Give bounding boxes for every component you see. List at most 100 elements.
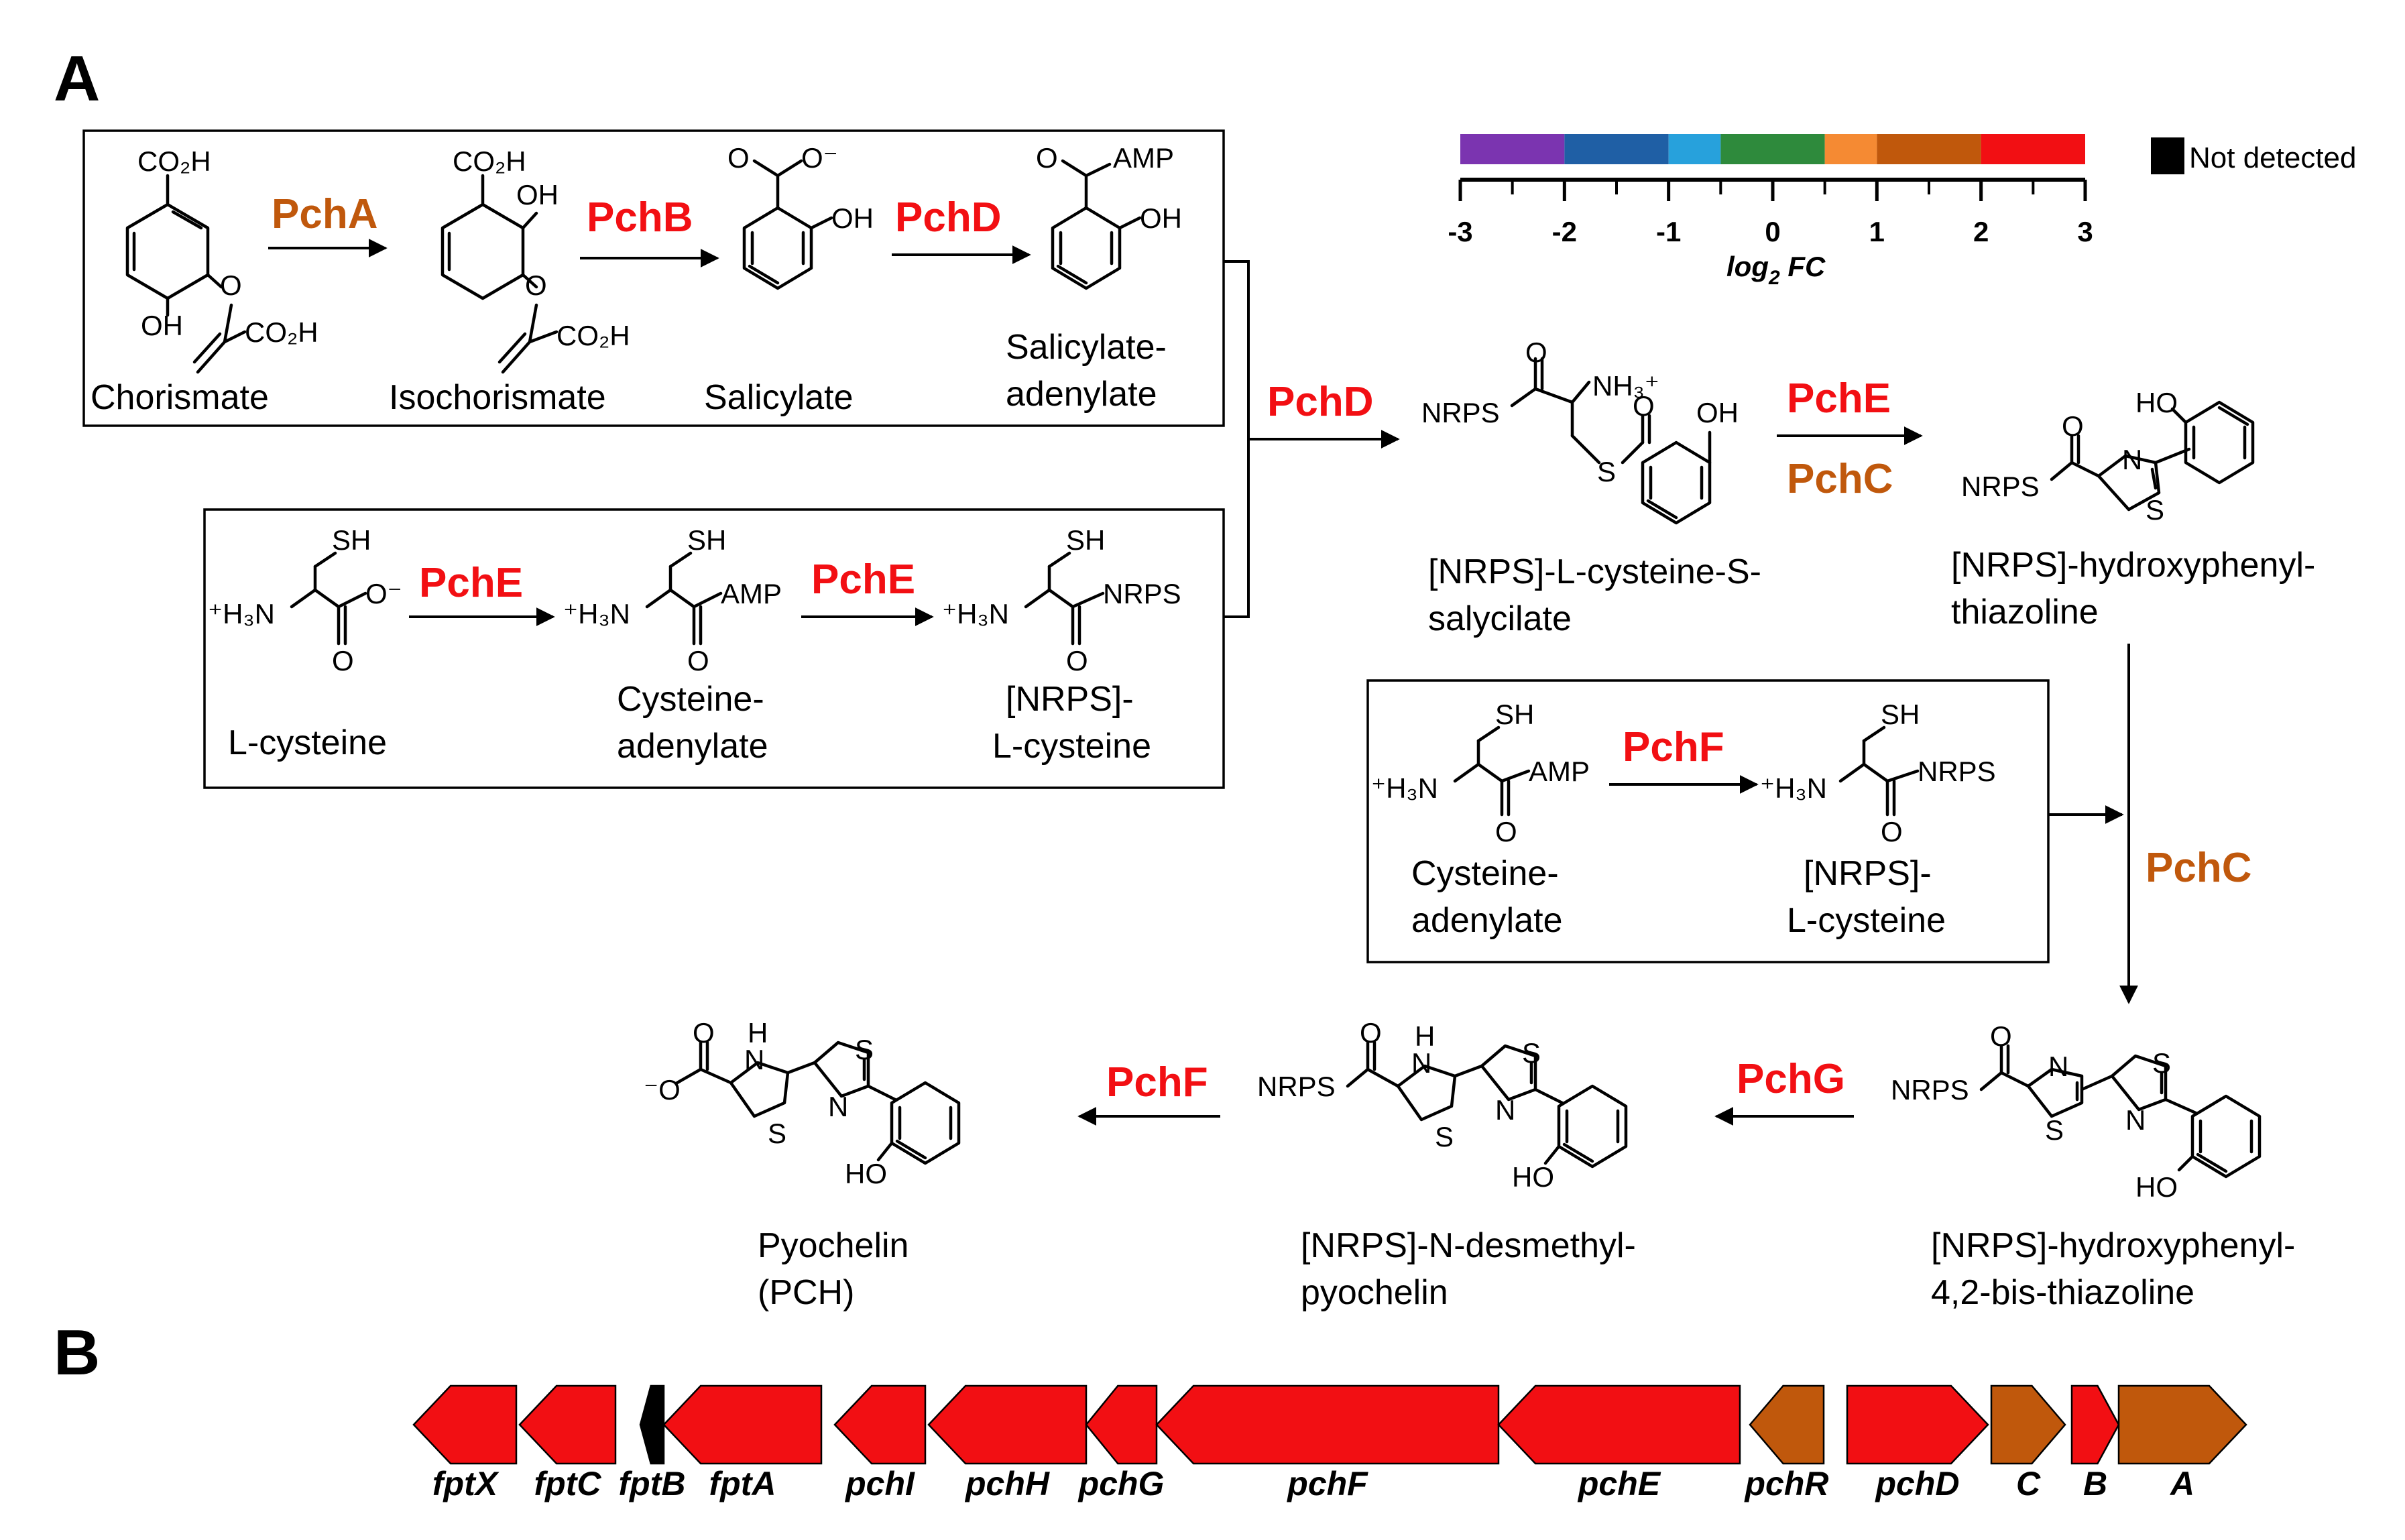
gene-label-fptx: fptX [432,1465,500,1502]
nrps-hydroxyphenyl-bis-thiazoline-structure: NRPS O N S S N HO [1891,1020,2262,1203]
nrps-n-desmethyl-pyochelin-structure: NRPS O H N S S N HO [1257,1017,1628,1193]
compound-cysteine-adenylate-line1: Cysteine- [617,680,764,719]
nrps-hydroxyphenyl-thiazoline-structure: NRPS O N S HO [1961,387,2255,526]
cysteine-module-box [203,508,1225,789]
gene-label-fpta: fptA [709,1465,776,1502]
svg-text:AMP: AMP [721,578,782,609]
enzyme-label-pchf-2: PchF [1106,1059,1208,1106]
svg-text:NRPS: NRPS [1257,1071,1336,1102]
svg-text:O: O [1881,816,1903,847]
cysteine-adenylate-structure: SH ⁺H₃N AMP O [563,524,782,676]
not-detected-label: Not detected [2189,141,2357,174]
svg-text:N: N [744,1044,764,1075]
gene-label-pchr: pchR [1744,1465,1829,1502]
svg-text:HO: HO [845,1158,887,1189]
svg-text:S: S [768,1118,786,1149]
compound-nrps-cysteine-s-salicylate-line2: salycilate [1428,599,1572,638]
enzyme-label-pchd-2: PchD [1267,379,1373,425]
enzyme-label-pchf-1: PchF [1623,724,1724,770]
compound-cysteine-adenylate-2-line2: adenylate [1411,901,1563,940]
svg-text:O: O [687,645,709,676]
color-scale-segment-2 [1668,134,1721,164]
svg-text:SH: SH [332,524,371,556]
svg-text:HO: HO [2135,387,2178,418]
svg-text:NRPS: NRPS [1961,471,2040,502]
color-scale-label: log2 FC [1726,251,1826,289]
compound-salicylate-adenylate-line2: adenylate [1006,375,1157,414]
gene-label-pchg: pchG [1077,1465,1165,1502]
compound-n-desmethyl-pyochelin-line1: [NRPS]-N-desmethyl- [1301,1226,1636,1265]
compound-nrps-hydroxyphenyl-thiazoline-line2: thiazoline [1951,593,2099,632]
enzyme-label-pchg: PchG [1737,1056,1845,1102]
svg-text:O: O [332,645,354,676]
svg-text:H: H [748,1017,768,1049]
svg-text:N: N [2122,444,2142,475]
gene-arrow-pchi [833,1384,927,1465]
svg-text:N: N [2048,1051,2068,1082]
svg-text:NRPS: NRPS [1421,397,1500,428]
color-scale-segment-6 [1981,134,2085,164]
svg-text:⁺H₃N: ⁺H₃N [1760,772,1827,804]
nrps-cysteine-s-salicylate-structure: NRPS O NH₃⁺ S O OH [1421,337,1739,525]
svg-text:OH: OH [1696,397,1739,428]
svg-text:HO: HO [2135,1171,2178,1203]
color-scale-tick-label: -1 [1656,216,1681,247]
compound-nrps-bis-thiazoline-line1: [NRPS]-hydroxyphenyl- [1931,1226,2295,1265]
compound-n-desmethyl-pyochelin-line2: pyochelin [1301,1273,1448,1312]
svg-text:NRPS: NRPS [1891,1074,1969,1106]
gene-arrow-c [1990,1384,2066,1465]
cysteine-adenylate-structure-2: SH ⁺H₃N AMP O [1371,699,1590,847]
svg-text:S: S [2045,1114,2064,1146]
gene-arrow-fptb [639,1384,665,1465]
compound-nrps-l-cysteine-line1: [NRPS]- [1006,680,1134,719]
gene-label-pchf: pchF [1286,1465,1368,1502]
gene-label-pchi: pchI [844,1465,915,1502]
svg-text:SH: SH [1495,699,1534,730]
svg-text:O: O [2062,410,2084,442]
svg-text:OH: OH [516,179,559,211]
svg-text:S: S [2152,1047,2171,1079]
compound-cysteine-adenylate-2-line1: Cysteine- [1411,854,1559,893]
svg-text:O: O [1633,390,1655,422]
svg-text:HO: HO [1512,1161,1554,1193]
converge-bracket [1224,260,1250,618]
compound-chorismate: Chorismate [91,378,269,417]
compound-nrps-l-cysteine-2-line2: L-cysteine [1787,901,1946,940]
compound-pyochelin-line2: (PCH) [758,1273,854,1312]
panel-letter-b: B [54,1317,100,1388]
color-scale-segments [1460,134,2085,164]
svg-text:O: O [1990,1020,2012,1052]
svg-text:OH: OH [141,310,183,341]
gene-label-a: A [2169,1465,2194,1502]
gene-label-pche: pchE [1577,1465,1661,1502]
enzyme-label-pche-3: PchE [1787,375,1891,422]
svg-text:O: O [693,1017,715,1049]
gene-arrow-fptx [412,1384,518,1465]
gene-label-pchh: pchH [964,1465,1050,1502]
salicylate-module-box [82,129,1225,427]
compound-salicylate-adenylate-line1: Salicylate- [1006,328,1167,367]
svg-text:S: S [855,1034,874,1065]
svg-text:AMP: AMP [1529,756,1590,787]
gene-arrow-pchf [1155,1384,1500,1465]
pyochelin-structure: ⁻O O H N S S N HO [644,1017,961,1189]
svg-text:OH: OH [831,202,874,234]
not-detected-swatch [2151,137,2184,174]
compound-nrps-l-cysteine-2-line1: [NRPS]- [1804,854,1932,893]
svg-text:⁺H₃N: ⁺H₃N [208,598,275,630]
compound-nrps-l-cysteine-line2: L-cysteine [992,727,1151,766]
gene-arrow-pchr [1749,1384,1825,1465]
color-scale-segment-0 [1460,134,1565,164]
svg-text:N: N [1495,1094,1515,1126]
svg-text:S: S [1522,1037,1541,1069]
compound-pyochelin-line1: Pyochelin [758,1226,908,1265]
svg-text:CO₂H: CO₂H [245,316,318,348]
color-scale-tick-label: 3 [2077,216,2093,247]
enzyme-label-pchb-1: PchB [587,194,693,241]
svg-text:CO₂H: CO₂H [453,145,526,177]
gene-label-b: B [2083,1465,2107,1502]
gene-arrow-fpta [662,1384,823,1465]
